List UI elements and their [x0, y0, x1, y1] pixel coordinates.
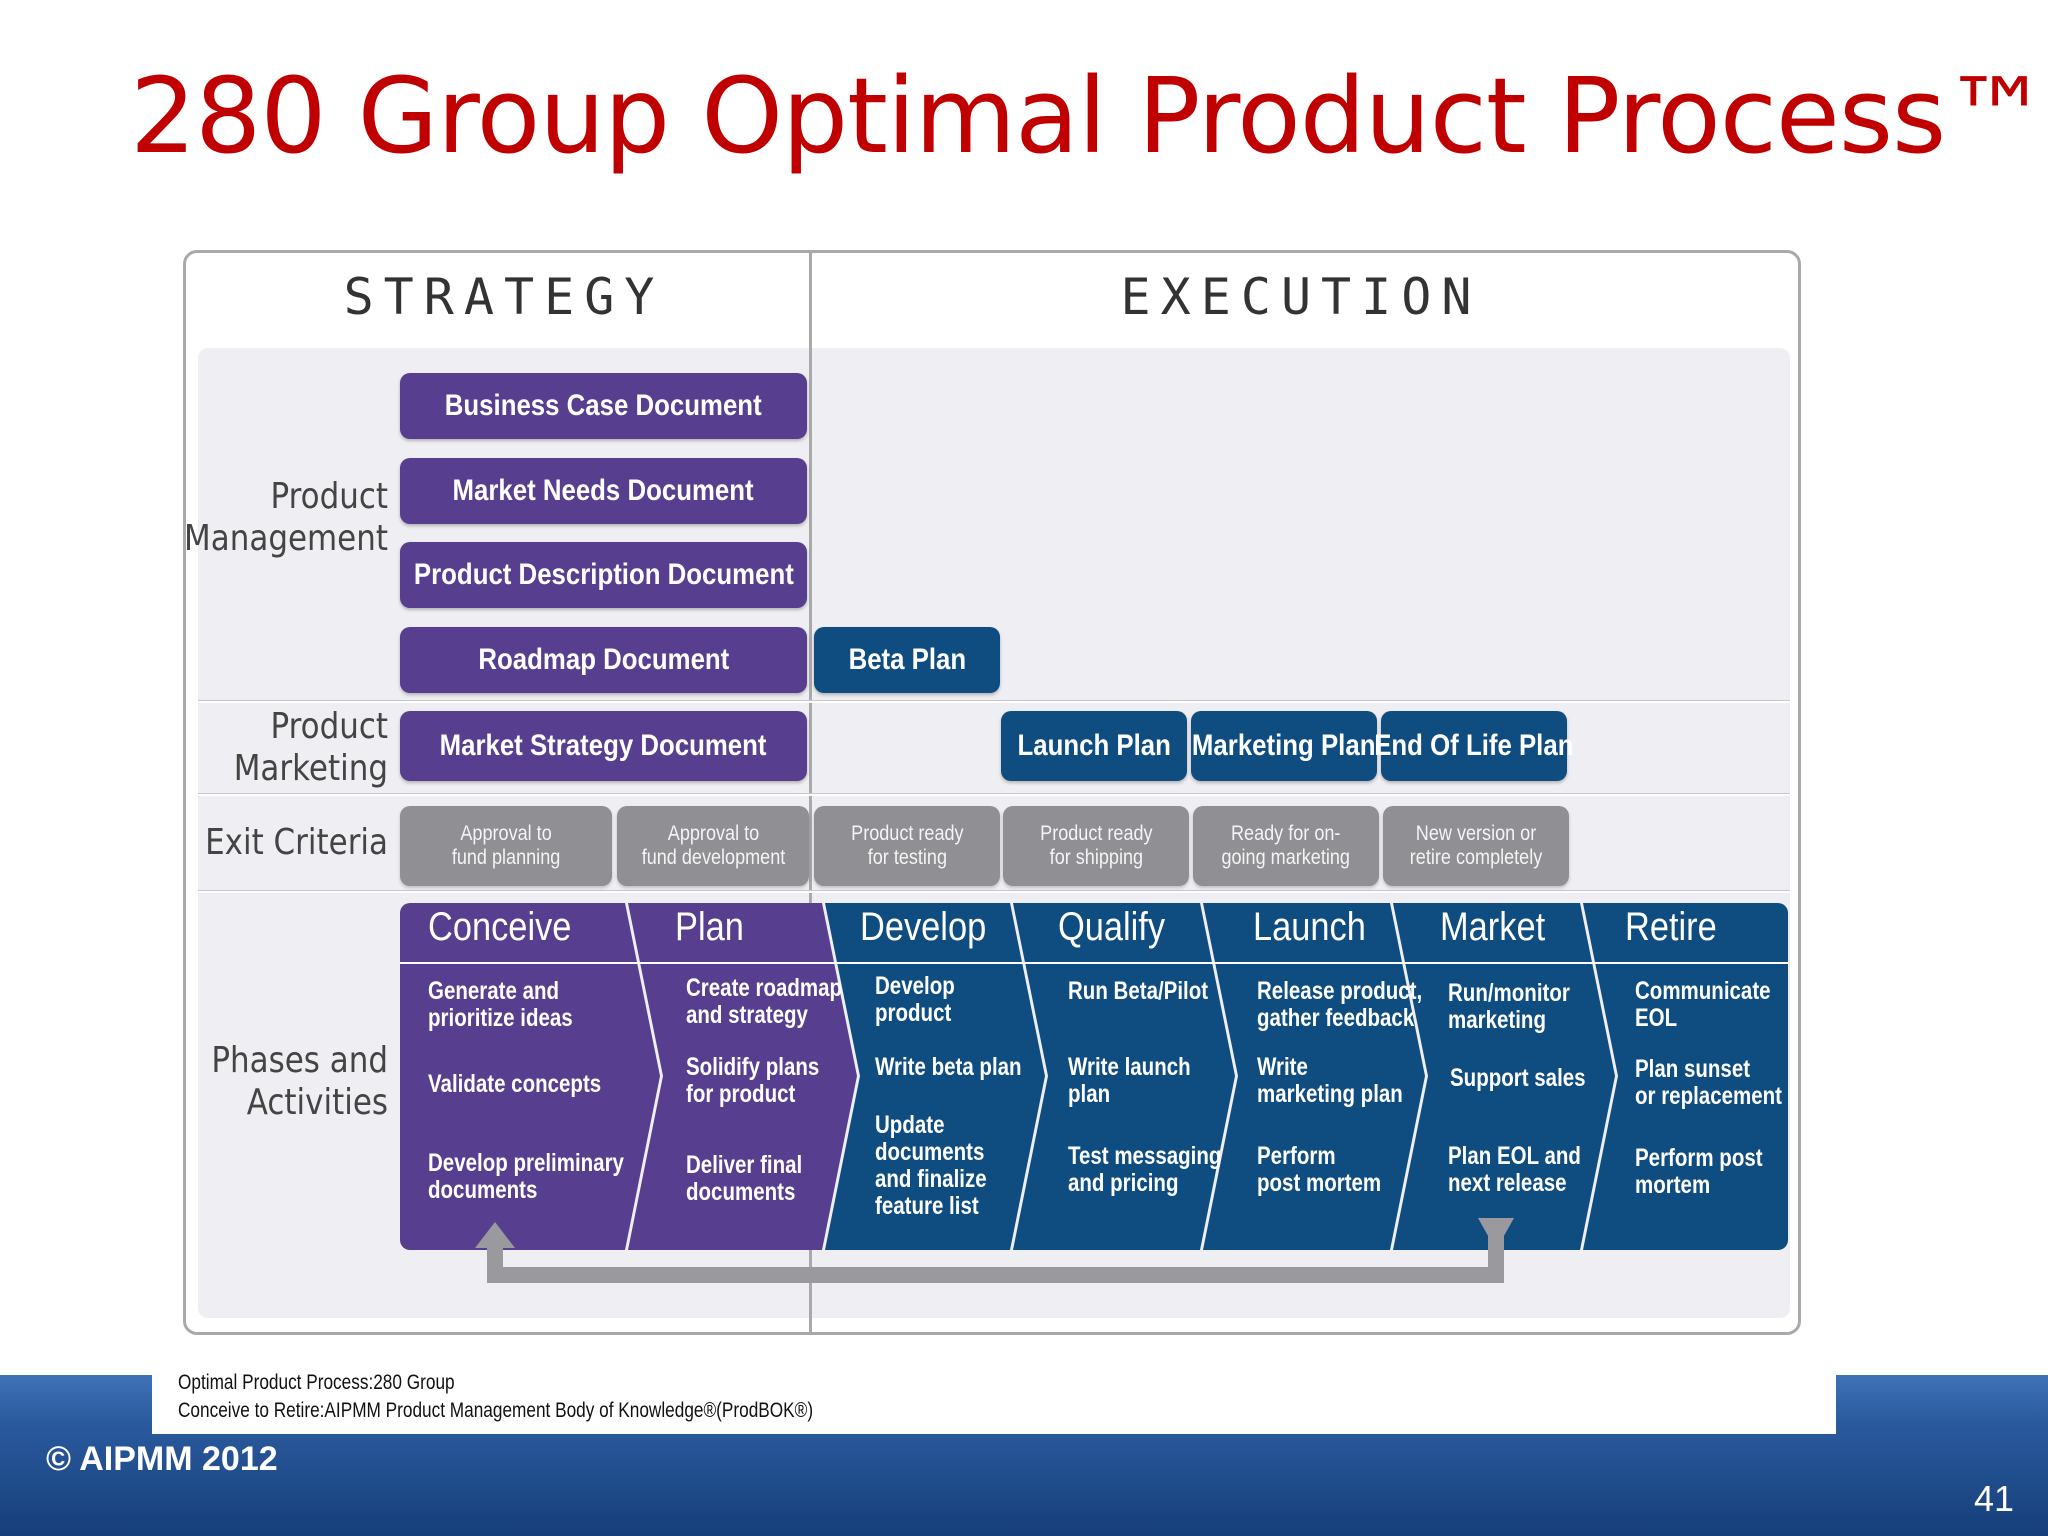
launch-plan-box: Launch Plan: [1001, 711, 1187, 781]
phase-retire-activity-1: Communicate EOL: [1635, 977, 1771, 1032]
roadmap-document-label: Roadmap Document: [478, 643, 729, 676]
citation-line-2: Conceive to Retire:AIPMM Product Managem…: [178, 1399, 814, 1422]
end-of-life-plan-label: End Of Life Plan: [1374, 729, 1574, 762]
exit-criterion-5: Ready for on- going marketing: [1193, 806, 1379, 886]
footer-page-number: 41: [1973, 1478, 2014, 1519]
row-divider: [198, 890, 1790, 893]
phase-name-qualify: Qualify: [1058, 905, 1166, 949]
phase-name-launch: Launch: [1253, 905, 1366, 949]
phase-name-develop: Develop: [860, 905, 987, 949]
phases-diagram: [400, 903, 1788, 1283]
business-case-document-label: Business Case Document: [445, 389, 762, 422]
loop-arrowhead-up-icon: [475, 1222, 515, 1248]
phase-name-conceive: Conceive: [428, 905, 572, 949]
beta-plan-box: Beta Plan: [814, 627, 1000, 693]
phase-retire-activity-2: Plan sunset or replacement: [1635, 1055, 1782, 1110]
citation-line-1: Optimal Product Process:280 Group: [178, 1371, 455, 1394]
phase-chevron-conceive: [400, 903, 660, 1250]
phase-launch-activity-1: Release product, gather feedback: [1257, 977, 1423, 1032]
exit-criterion-3-label: Product ready for testing: [850, 822, 964, 869]
market-needs-document-box: Market Needs Document: [400, 458, 807, 524]
phase-plan-activity-3: Deliver final documents: [686, 1151, 803, 1206]
phase-conceive-activity-2: Validate concepts: [428, 1070, 602, 1098]
exit-criterion-4-label: Product ready for shipping: [1039, 822, 1153, 869]
product-description-document-label: Product Description Document: [413, 558, 794, 591]
market-strategy-document-label: Market Strategy Document: [440, 729, 767, 762]
exit-criterion-2-label: Approval to fund development: [641, 822, 785, 869]
execution-heading: EXECUTION: [1120, 268, 1482, 326]
row-label-exit-criteria: Exit Criteria: [205, 822, 388, 863]
marketing-plan-box: Marketing Plan: [1191, 711, 1377, 781]
exit-criterion-4: Product ready for shipping: [1003, 806, 1189, 886]
phase-name-market: Market: [1440, 905, 1546, 949]
exit-criterion-1-label: Approval to fund planning: [451, 822, 561, 869]
phase-retire-activity-3: Perform post mortem: [1635, 1144, 1763, 1199]
citation-box: [152, 1372, 1836, 1434]
marketing-plan-label: Marketing Plan: [1192, 729, 1376, 762]
row-divider: [198, 700, 1790, 703]
phase-chevron-launch: [1203, 903, 1425, 1250]
slide-title: 280 Group Optimal Product Process™: [130, 55, 2048, 177]
exit-criterion-1: Approval to fund planning: [400, 806, 612, 886]
exit-criterion-6: New version or retire completely: [1383, 806, 1569, 886]
loop-arrowhead-down-icon: [1478, 1218, 1514, 1250]
phase-develop-activity-2: Write beta plan: [875, 1053, 1022, 1081]
market-needs-document-label: Market Needs Document: [452, 474, 755, 507]
phase-name-plan: Plan: [675, 905, 744, 949]
phase-qualify-activity-2: Write launch plan: [1068, 1053, 1191, 1108]
business-case-document-box: Business Case Document: [400, 373, 807, 439]
launch-plan-label: Launch Plan: [1017, 729, 1171, 762]
footer-copyright: © AIPMM 2012: [46, 1440, 278, 1478]
row-label-product-marketing: Product Marketing: [233, 706, 388, 789]
product-description-document-box: Product Description Document: [400, 542, 807, 608]
exit-criterion-3: Product ready for testing: [814, 806, 1000, 886]
row-label-product-management: Product Management: [184, 476, 388, 559]
phase-conceive-activity-3: Develop preliminary documents: [428, 1149, 624, 1204]
beta-plan-label: Beta Plan: [848, 643, 966, 676]
phase-chevron-retire: [1583, 903, 1788, 1250]
phase-chevron-market: [1393, 903, 1615, 1250]
phase-market-activity-2: Support sales: [1450, 1064, 1586, 1092]
exit-criterion-6-label: New version or retire completely: [1409, 822, 1543, 869]
row-divider: [198, 793, 1790, 796]
phase-conceive-activity-1: Generate and prioritize ideas: [428, 977, 573, 1032]
row-label-phases-activities: Phases and Activities: [211, 1040, 388, 1123]
phase-chevron-qualify: [1013, 903, 1235, 1250]
phase-develop-activity-1: Develop product: [875, 972, 955, 1027]
phase-develop-activity-3: Update documents and finalize feature li…: [875, 1111, 987, 1220]
strategy-heading: STRATEGY: [343, 268, 665, 326]
market-strategy-document-box: Market Strategy Document: [400, 711, 807, 781]
phase-qualify-activity-3: Test messaging and pricing: [1068, 1142, 1222, 1197]
phase-chevron-develop: [825, 903, 1045, 1250]
roadmap-document-box: Roadmap Document: [400, 627, 807, 693]
phase-launch-activity-3: Perform post mortem: [1257, 1142, 1382, 1197]
phase-market-activity-3: Plan EOL and next release: [1448, 1142, 1581, 1197]
phase-qualify-activity-1: Run Beta/Pilot: [1068, 977, 1209, 1005]
phase-launch-activity-2: Write marketing plan: [1257, 1053, 1403, 1108]
end-of-life-plan-box: End Of Life Plan: [1374, 711, 1574, 781]
phase-plan-activity-1: Create roadmap and strategy: [686, 974, 843, 1029]
phase-chevron-plan: [628, 903, 857, 1250]
exit-criterion-2: Approval to fund development: [617, 806, 809, 886]
loop-arrow-icon: [487, 1230, 1504, 1283]
phase-market-activity-1: Run/monitor marketing: [1448, 979, 1570, 1034]
phase-plan-activity-2: Solidify plans for product: [686, 1053, 820, 1108]
strategy-execution-divider: [809, 250, 812, 1335]
phase-name-retire: Retire: [1625, 905, 1717, 949]
exit-criterion-5-label: Ready for on- going marketing: [1221, 822, 1351, 869]
